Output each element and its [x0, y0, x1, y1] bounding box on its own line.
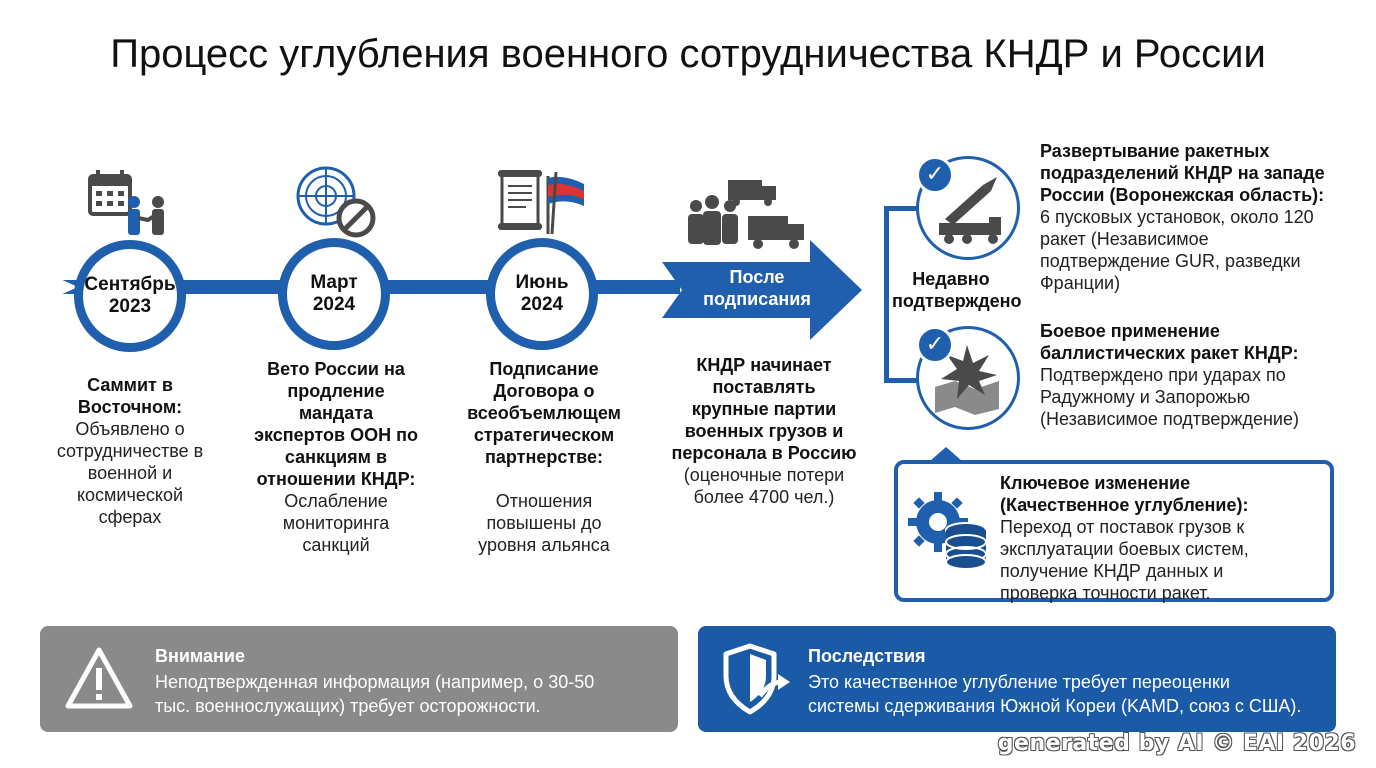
consequences-heading: Последствия [808, 646, 926, 666]
event-text-line: 6 пусковых установок, около 120 [1040, 207, 1314, 227]
node-year: 2024 [520, 294, 564, 315]
timeline-tail [40, 270, 78, 304]
event-text-line: Франции) [1040, 273, 1121, 293]
event-heading-line: Боевое применение [1040, 321, 1220, 341]
desc-text-line: сотрудничестве в [56, 441, 204, 461]
consequences-text-line: Это качественное углубление требует пере… [808, 672, 1230, 692]
desc-heading-line: Вето России на [267, 359, 405, 379]
key-heading-line: Ключевое изменение [1000, 473, 1191, 493]
node-month: Март [310, 272, 358, 293]
desc-heading-line: крупные партии [691, 399, 837, 419]
un-emblem-prohibited-icon [296, 166, 376, 238]
missile-launcher-icon [939, 177, 1001, 244]
desc-heading-line: Восточном: [77, 397, 183, 417]
explosion-map-icon [935, 345, 999, 415]
desc-text-line: санкций [302, 535, 370, 555]
soldiers-trucks-icon [688, 180, 804, 249]
check-icon: ✓ [916, 326, 954, 364]
desc-heading-line: стратегическом [473, 425, 615, 445]
recently-confirmed-label: Недавно подтверждено [892, 268, 1022, 312]
key-change-text: Ключевое изменение (Качественное углубле… [1000, 472, 1320, 604]
key-text-line: эксплуатации боевых систем, [1000, 539, 1249, 559]
desc-heading-line: Саммит в [87, 375, 173, 395]
warning-text-line: тыс. военнослужащих) требует осторожност… [155, 696, 541, 716]
recent-label-line: подтверждено [892, 291, 1022, 311]
desc-heading-line: военных грузов и [684, 421, 844, 441]
node-month: Сентябрь [84, 274, 176, 295]
branch-top [884, 206, 920, 211]
desc-text-line: Отношения [495, 491, 593, 511]
desc-text-line: (оценочные потери [683, 465, 845, 485]
arrow-label-line: подписания [703, 289, 811, 309]
desc-text-line: повышены до [486, 513, 602, 533]
treaty-flag-icon [498, 170, 584, 235]
desc-text-line: Ослабление [284, 491, 388, 511]
node-year: 2023 [108, 296, 152, 317]
timeline-desc-mar-2024: Вето России на продление мандата эксперт… [236, 358, 436, 556]
desc-text-line: более 4700 чел.) [693, 487, 835, 507]
desc-heading-line: персонала в Россию [671, 443, 857, 463]
desc-heading-line: экспертов ООН по [254, 425, 418, 445]
node-year: 2024 [312, 294, 356, 315]
branch-bottom [884, 378, 920, 383]
event-text-line: Подтверждено при ударах по [1040, 365, 1286, 385]
warning-heading: Внимание [155, 646, 245, 666]
key-text-line: Переход от поставок грузов к [1000, 517, 1245, 537]
node-month: Июнь [515, 272, 569, 293]
desc-text-line: Объявлено о [75, 419, 185, 439]
desc-text-line: сферах [98, 507, 162, 527]
event-heading-line: Развертывание ракетных [1040, 141, 1270, 161]
after-signing-desc: КНДР начинает поставлять крупные партии … [664, 354, 864, 508]
event-heading-line: России (Воронежская область): [1040, 185, 1325, 205]
page-title: Процесс углубления военного сотрудничест… [110, 32, 1266, 76]
consequences-panel: Последствия Это качественное углубление … [698, 626, 1336, 732]
consequences-text-line: системы сдерживания Южной Кореи (KAMD, с… [808, 696, 1302, 716]
calendar-handshake-icon [88, 170, 164, 235]
desc-text-line: мониторинга [282, 513, 390, 533]
desc-heading-line: партнерстве: [485, 447, 603, 467]
warning-text-line: Неподтвержденная информация (например, о… [155, 672, 595, 692]
desc-text-line: военной и [87, 463, 173, 483]
desc-heading-line: продление [287, 381, 385, 401]
key-text-line: получение КНДР данных и [1000, 561, 1224, 581]
key-change-pointer [930, 447, 962, 461]
desc-heading-line: санкциям в [284, 447, 388, 467]
gear-database-icon [908, 492, 987, 570]
timeline-desc-jun-2024: Подписание Договора о всеобъемлющем стра… [444, 358, 644, 556]
event-heading-line: подразделений КНДР на западе [1040, 163, 1325, 183]
event-text-line: Радужному и Запорожью [1040, 387, 1251, 407]
key-text-line: проверка точности ракет. [1000, 583, 1211, 603]
timeline-desc-sep-2023: Саммит в Восточном: Объявлено о сотрудни… [30, 374, 230, 528]
branch-vertical [884, 206, 889, 382]
warning-panel: Внимание Неподтвержденная информация (на… [40, 626, 678, 732]
desc-heading-line: всеобъемлющем [467, 403, 621, 423]
arrow-label-line: После [729, 267, 785, 287]
desc-heading-line: Подписание [489, 359, 599, 379]
recent-event-ballistic-use: Боевое применение баллистических ракет К… [1040, 320, 1360, 430]
desc-heading-line: поставлять [712, 377, 816, 397]
check-icon: ✓ [916, 156, 954, 194]
desc-heading-line: отношении КНДР: [256, 469, 416, 489]
event-text-line: ракет (Независимое [1040, 229, 1209, 249]
recent-event-missile-deployment: Развертывание ракетных подразделений КНД… [1040, 140, 1360, 294]
desc-heading-line: КНДР начинает [696, 355, 832, 375]
explosion-map-icon-circle [916, 326, 1020, 430]
desc-text-line: космической [76, 485, 184, 505]
desc-text-line: уровня альянса [478, 535, 610, 555]
desc-heading-line: Договора о [493, 381, 595, 401]
recent-label-line: Недавно [912, 269, 990, 289]
event-text-line: подтверждение GUR, разведки [1040, 251, 1301, 271]
warning-icon [65, 647, 133, 709]
shield-arrow-icon [723, 643, 790, 715]
key-heading-line: (Качественное углубление): [1000, 495, 1249, 515]
desc-heading-line: мандата [298, 403, 374, 423]
event-heading-line: баллистических ракет КНДР: [1040, 343, 1299, 363]
event-text-line: (Независимое подтверждение) [1040, 409, 1299, 429]
after-signing-label: После подписания [672, 266, 842, 310]
watermark: generated by AI © EAI 2026 [997, 731, 1356, 756]
after-signing-arrow [662, 240, 862, 340]
